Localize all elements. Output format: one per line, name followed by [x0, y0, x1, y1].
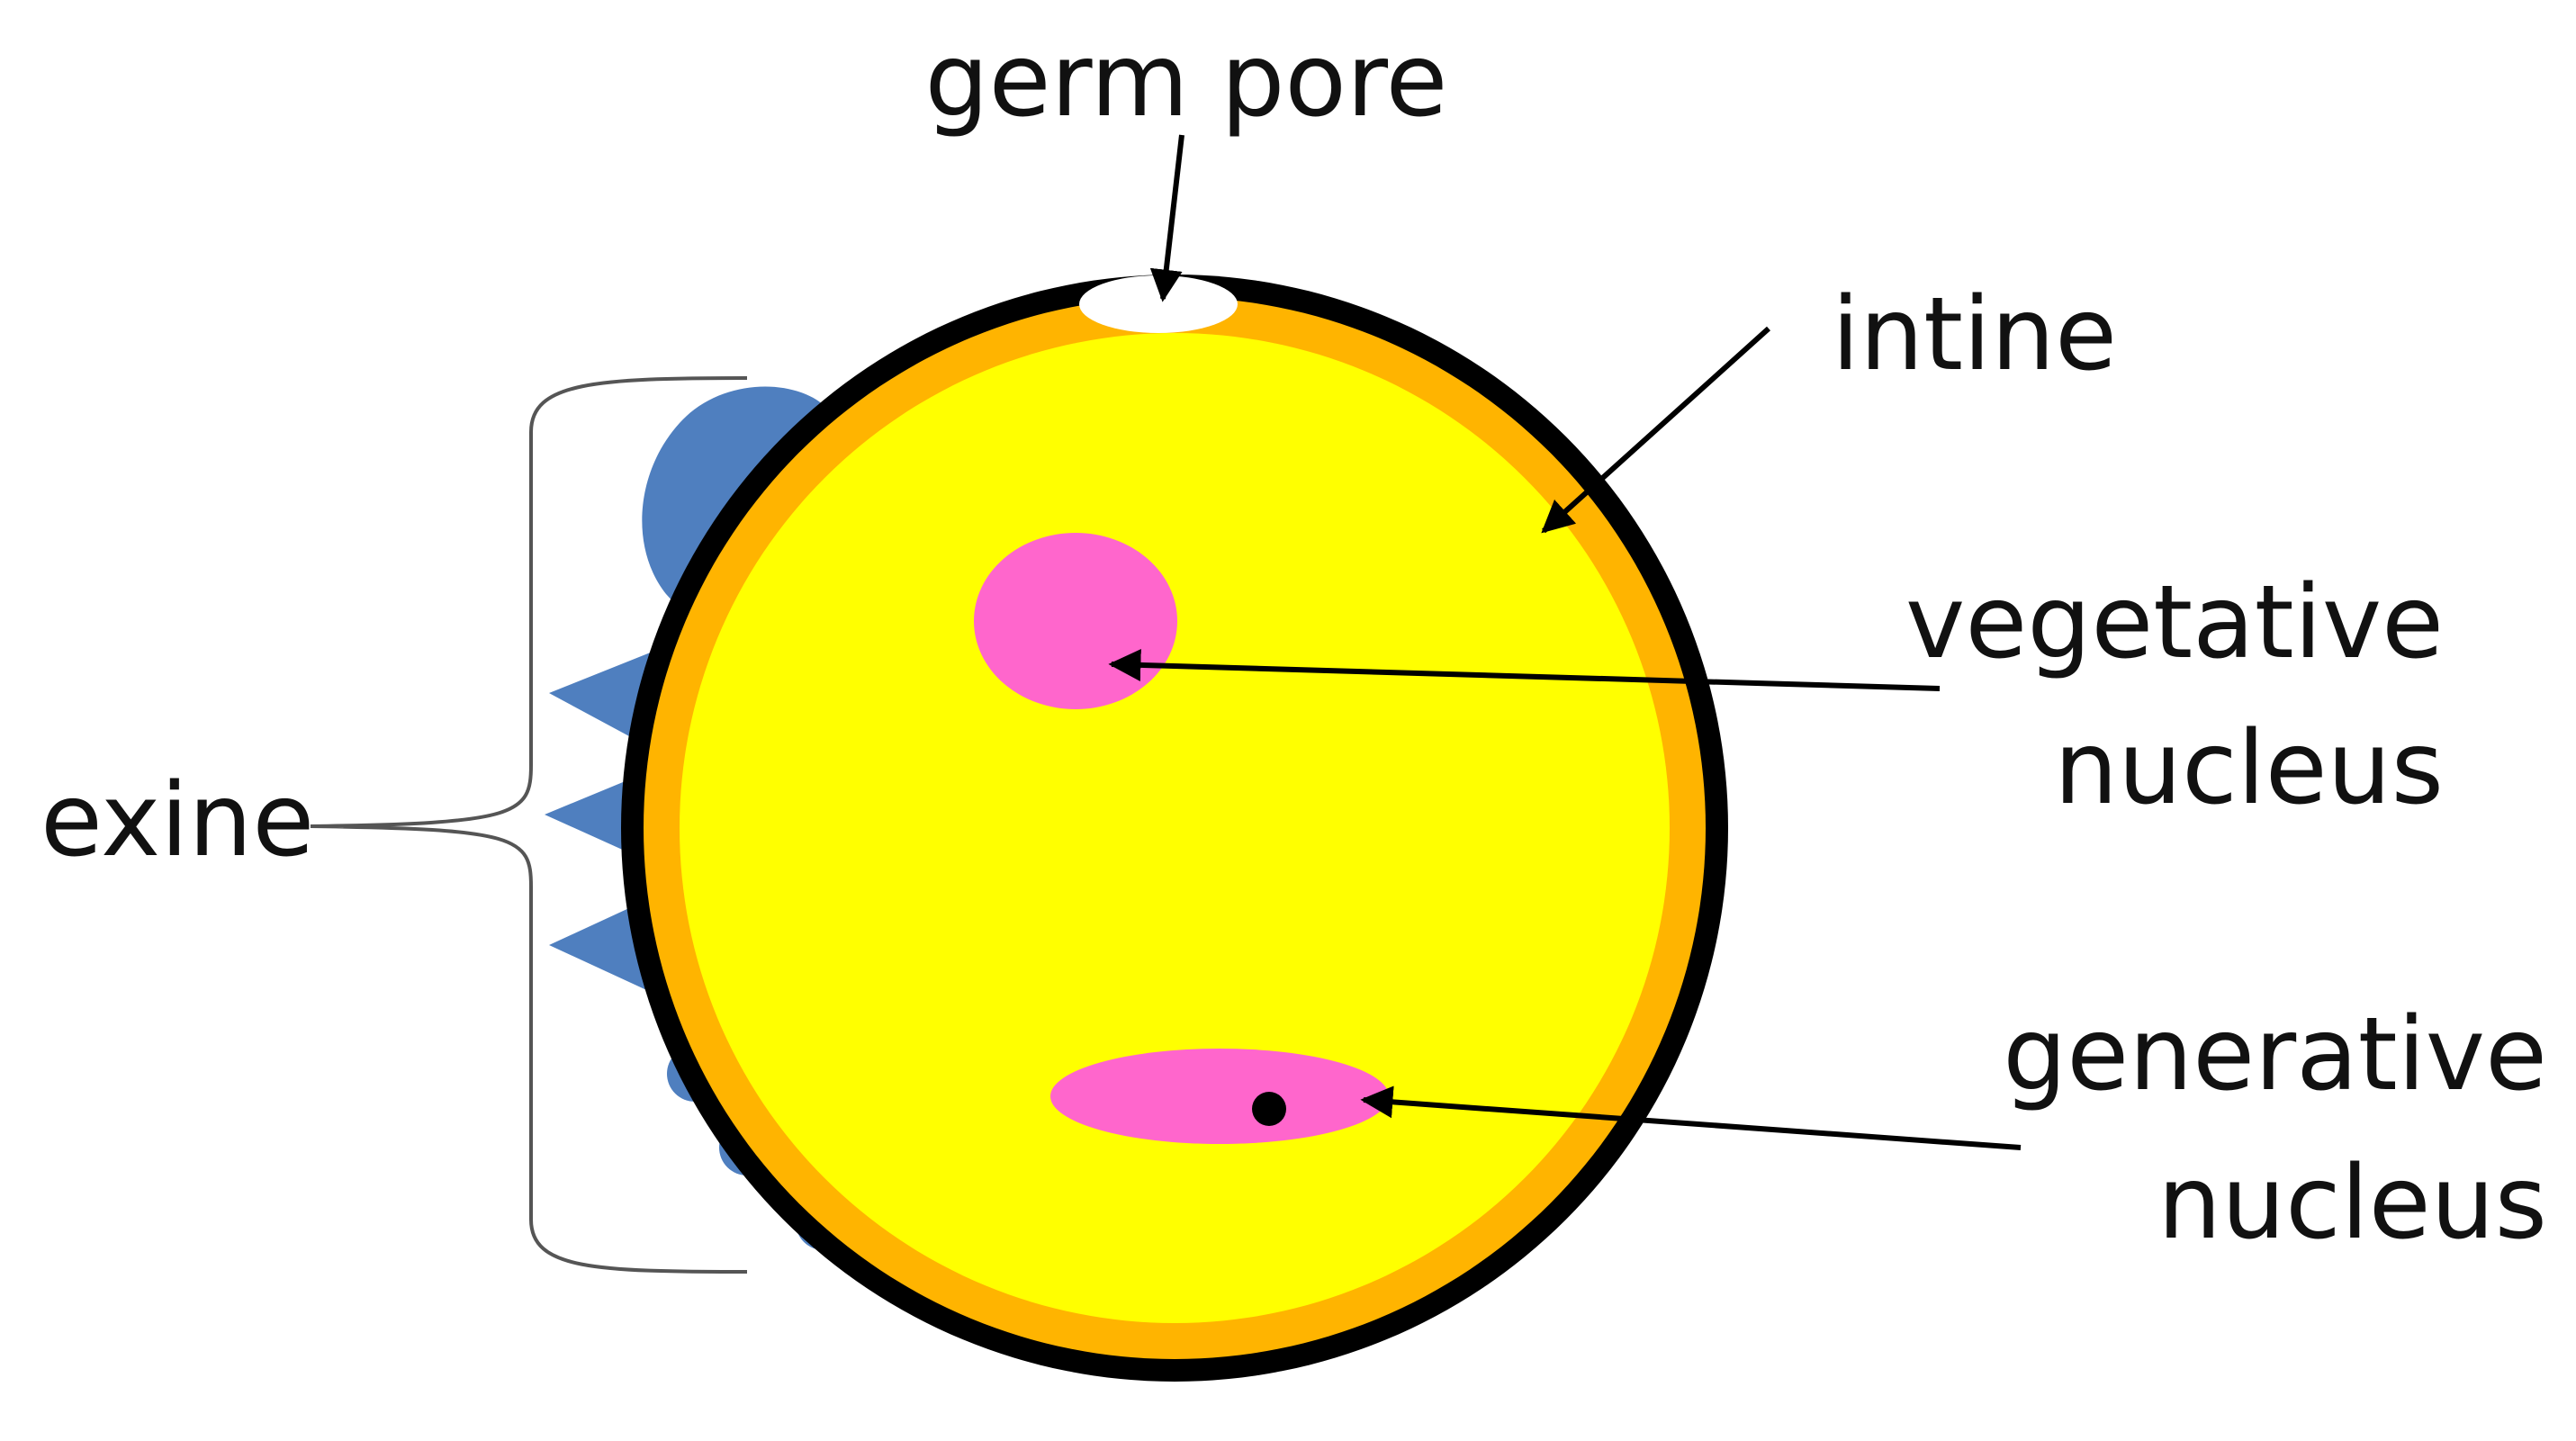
germ-pore-arrow [1149, 134, 1184, 302]
generative-nucleus-arrow [1360, 1085, 2022, 1150]
intine-arrow [1541, 326, 1771, 534]
germ-pore-label: germ pore [925, 23, 1448, 140]
generative-nucleus-nucleolus [1252, 1092, 1286, 1126]
exine-bracket [310, 376, 748, 1274]
generative-nucleus [1050, 1049, 1389, 1144]
cytoplasm [680, 333, 1670, 1323]
generative-label-line2: nucleus [2157, 1145, 2547, 1262]
vegetative-label-line2: nucleus [2054, 710, 2444, 827]
exine-label: exine [41, 762, 314, 879]
intine-label: intine [1832, 276, 2117, 393]
vegetative-nucleus-arrow [1108, 648, 1941, 691]
germ-pore [1079, 275, 1238, 333]
vegetative-label-line1: vegetative [1905, 564, 2444, 681]
generative-label-line1: generative [2003, 996, 2547, 1113]
vegetative-nucleus [974, 533, 1177, 709]
